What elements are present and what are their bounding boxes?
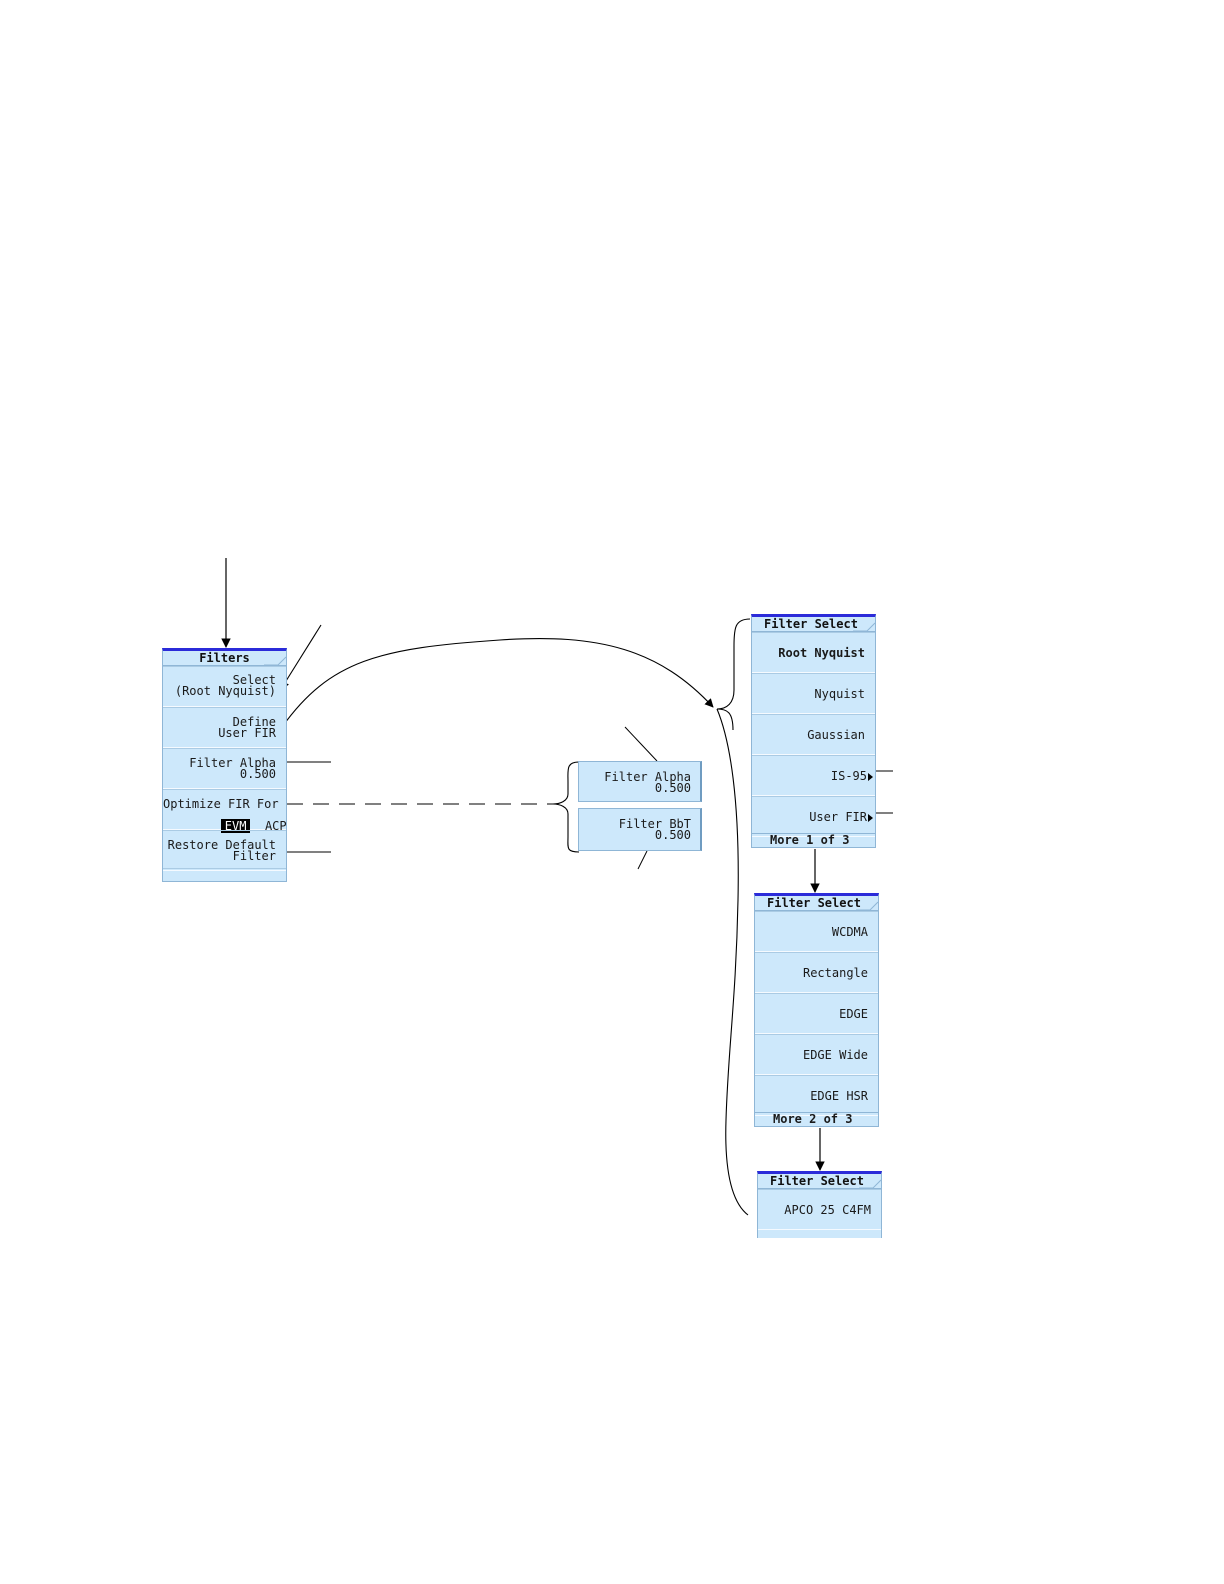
optimize-fir-label: Optimize FIR For <box>163 797 279 811</box>
title-notch-icon <box>856 901 878 910</box>
fs1-item-gaussian[interactable]: Gaussian <box>752 714 875 755</box>
fs2-item-edge[interactable]: EDGE <box>755 993 878 1034</box>
define-user-fir-label-2: User FIR <box>218 726 276 740</box>
alt-filter-alpha-label: Filter Alpha <box>604 770 691 784</box>
select-pointer-line <box>280 624 322 690</box>
alt-filter-alpha-key[interactable]: Filter Alpha 0.500 <box>578 761 702 802</box>
more-1-of-3-key[interactable]: More 1 of 3 <box>752 833 875 847</box>
alt-filter-bbt-value: 0.500 <box>654 828 691 842</box>
fs1-item-root-nyquist[interactable]: Root Nyquist <box>752 632 875 673</box>
filters-menu-title: Filters <box>163 651 286 666</box>
fs2-item-edge-hsr[interactable]: EDGE HSR <box>755 1075 878 1116</box>
alt-keys-brace <box>552 761 580 853</box>
fs3-item-apco25-c4fm[interactable]: APCO 25 C4FM <box>758 1189 881 1230</box>
filter-alpha-key[interactable]: Filter Alpha 0.500 <box>163 748 286 789</box>
title-notch-icon <box>264 656 286 665</box>
filter-select-brace <box>716 618 751 731</box>
alt-alpha-pointer <box>624 726 658 762</box>
optimize-acp-option[interactable]: ACP <box>264 819 287 833</box>
filter-select-menu-2: Filter Select WCDMA Rectangle EDGE EDGE … <box>754 893 879 1127</box>
more-2-of-3-key[interactable]: More 2 of 3 <box>755 1112 878 1126</box>
title-notch-icon <box>853 622 875 631</box>
filter-select-1-title: Filter Select <box>752 617 875 632</box>
define-to-filter-select-curve <box>281 637 714 728</box>
filter-select-menu-3: Filter Select APCO 25 C4FM <box>757 1171 882 1238</box>
fs1-item-is95[interactable]: IS-95 <box>752 755 875 796</box>
alt-filter-alpha-value: 0.500 <box>654 781 691 795</box>
define-user-fir-label-1: Define <box>232 715 276 729</box>
select-key[interactable]: Select (Root Nyquist) <box>163 666 286 707</box>
optimize-fir-key[interactable]: Optimize FIR For EVM ACP <box>163 789 287 833</box>
filter-alpha-value: 0.500 <box>239 767 276 781</box>
filter-select-3-title: Filter Select <box>758 1174 881 1189</box>
fs2-item-edge-wide[interactable]: EDGE Wide <box>755 1034 878 1075</box>
alt-filter-bbt-label: Filter BbT <box>618 817 691 831</box>
filters-menu: Filters Select (Root Nyquist) Define Use… <box>162 648 287 882</box>
select-key-label: Select <box>232 673 276 687</box>
filters-menu-bottom <box>163 868 286 881</box>
filter-select-return-curve <box>716 708 749 1216</box>
fs1-item-user-fir[interactable]: User FIR <box>752 796 875 837</box>
submenu-arrow-icon <box>868 813 873 822</box>
select-key-value: (Root Nyquist) <box>174 684 276 698</box>
define-user-fir-key[interactable]: Define User FIR <box>163 707 286 748</box>
alt-filter-bbt-key[interactable]: Filter BbT 0.500 <box>578 808 702 851</box>
title-notch-icon <box>859 1179 881 1188</box>
restore-default-label-1: Restore Default <box>167 838 276 852</box>
submenu-arrow-icon <box>868 772 873 781</box>
filter-select-2-title: Filter Select <box>755 896 878 911</box>
filter-select-menu-1: Filter Select Root Nyquist Nyquist Gauss… <box>751 614 876 848</box>
fs2-item-wcdma[interactable]: WCDMA <box>755 911 878 952</box>
restore-default-label-2: Filter <box>232 849 276 863</box>
fs1-item-nyquist[interactable]: Nyquist <box>752 673 875 714</box>
fs2-item-rectangle[interactable]: Rectangle <box>755 952 878 993</box>
optimize-evm-option[interactable]: EVM <box>220 819 251 833</box>
restore-default-key[interactable]: Restore Default Filter <box>163 830 286 871</box>
alt-bbt-pointer <box>637 850 648 870</box>
filter-alpha-label: Filter Alpha <box>189 756 276 770</box>
